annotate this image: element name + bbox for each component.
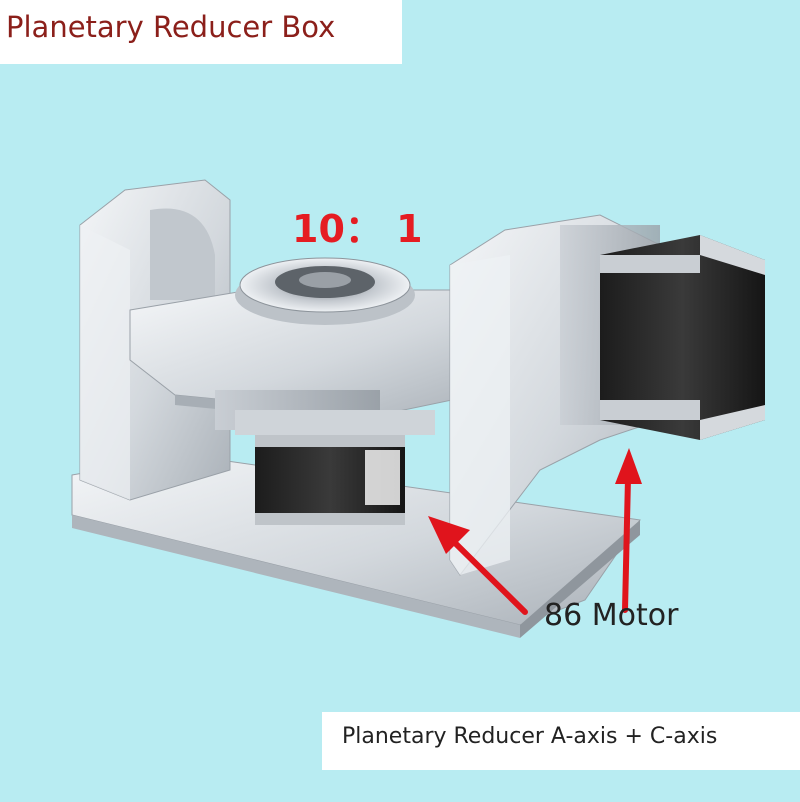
side-stepper-motor xyxy=(600,235,765,440)
gear-ratio-label: 10： 1 xyxy=(292,207,423,251)
page-title: Planetary Reducer Box xyxy=(6,10,336,44)
title-banner: Planetary Reducer Box xyxy=(0,0,402,64)
motor-label: 86 Motor xyxy=(544,598,679,633)
arrow-to-side-motor xyxy=(615,448,642,613)
caption-text: Planetary Reducer A-axis + C-axis xyxy=(342,724,718,749)
arrow-to-bottom-motor xyxy=(428,516,528,615)
bottom-stepper-motor xyxy=(235,410,435,525)
rotary-flange xyxy=(235,257,415,325)
caption-banner: Planetary Reducer A-axis + C-axis xyxy=(322,712,800,770)
